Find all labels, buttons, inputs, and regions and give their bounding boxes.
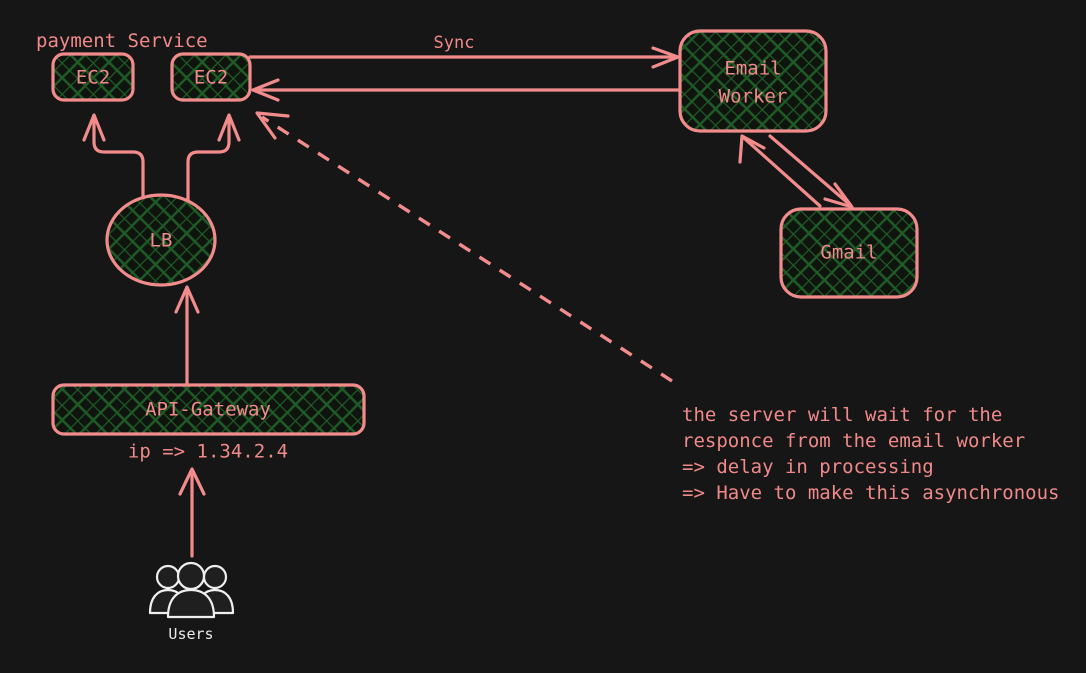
annotation-line-3: => delay in processing bbox=[682, 456, 934, 478]
edge-annotation-to-ec2-dashed bbox=[255, 111, 673, 383]
node-ec2-b-label: EC2 bbox=[194, 67, 228, 89]
users-icon-label: Users bbox=[168, 625, 213, 643]
group-label-payment-service: payment Service bbox=[36, 30, 208, 52]
annotation-line-1: the server will wait for the bbox=[682, 404, 1002, 426]
node-api-gateway[interactable]: API-Gateway bbox=[51, 383, 366, 436]
annotation-line-2: responce from the email worker bbox=[682, 430, 1025, 452]
edge-email-worker-to-ec2-return bbox=[251, 78, 680, 102]
node-lb-label: LB bbox=[150, 230, 173, 252]
annotation-line-4: => Have to make this asynchronous bbox=[682, 482, 1060, 504]
users-icon bbox=[148, 561, 235, 619]
edge-lb-to-ec2-a bbox=[82, 113, 145, 273]
edge-gmail-to-email-worker bbox=[738, 134, 822, 208]
node-api-gateway-label: API-Gateway bbox=[145, 399, 271, 421]
annotation-block: the server will wait for the responce fr… bbox=[682, 404, 1060, 504]
node-email-worker[interactable]: Email Worker bbox=[678, 29, 828, 133]
node-ec2-a-label: EC2 bbox=[76, 67, 110, 89]
edge-api-gateway-to-lb bbox=[174, 285, 200, 386]
node-gmail-label: Gmail bbox=[820, 242, 877, 264]
node-lb[interactable]: LB bbox=[105, 193, 217, 287]
node-ec2-b[interactable]: EC2 bbox=[170, 52, 252, 102]
node-email-worker-label-line1: Email bbox=[724, 58, 781, 80]
node-ec2-a[interactable]: EC2 bbox=[51, 52, 135, 102]
edge-label-sync: Sync bbox=[434, 33, 475, 53]
edge-lb-to-ec2-b bbox=[186, 113, 241, 274]
api-gateway-ip-caption: ip => 1.34.2.4 bbox=[128, 441, 288, 463]
edge-ec2-to-email-worker-sync bbox=[248, 46, 680, 69]
node-email-worker-label-line2: Worker bbox=[719, 86, 788, 108]
node-gmail[interactable]: Gmail bbox=[779, 207, 919, 299]
edge-email-worker-to-gmail bbox=[768, 134, 854, 209]
edge-users-to-api-gateway bbox=[178, 467, 206, 558]
